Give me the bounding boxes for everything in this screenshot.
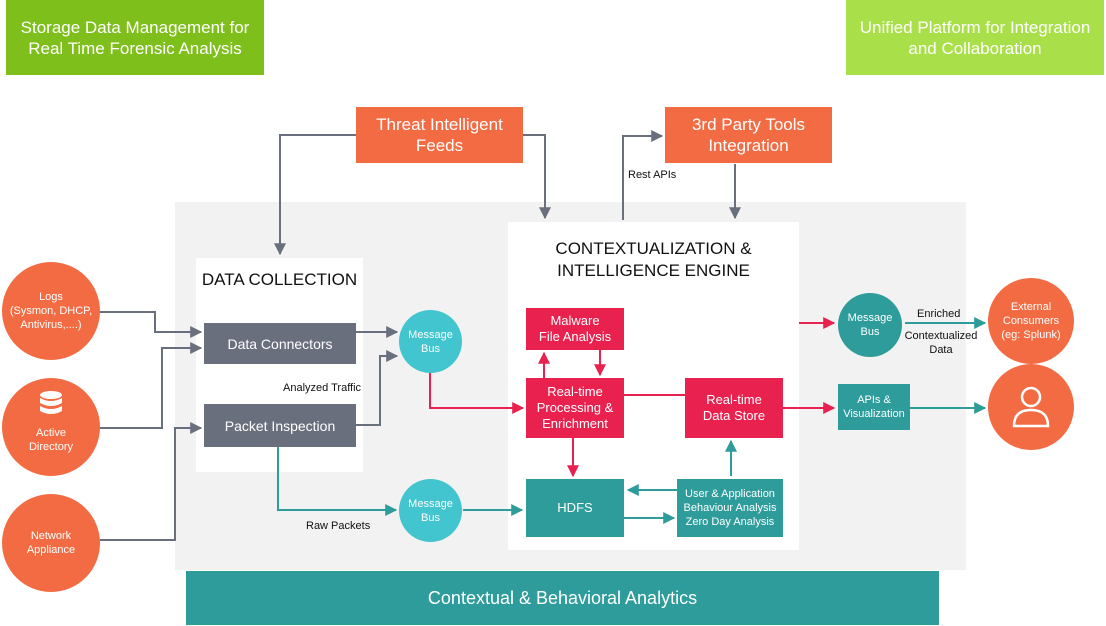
- third-party-tools-box: 3rd Party Tools Integration: [665, 107, 832, 163]
- active-directory-to-data-connectors-line: [100, 342, 203, 429]
- packet-inspection-to-bottom-bus-line: [277, 447, 398, 516]
- data-connectors-box: Data Connectors: [204, 323, 356, 364]
- analytics-footer-bar: Contextual & Behavioral Analytics: [186, 571, 939, 625]
- raw-packets-label: Raw Packets: [306, 520, 371, 532]
- user-consumer: [988, 364, 1074, 450]
- realtime-processing-box: Real-time Processing & Enrichment: [526, 378, 624, 438]
- active-directory-label: Active Directory: [28, 427, 73, 453]
- database-icon: [40, 391, 62, 414]
- engine-title: CONTEXTUALIZATION & INTELLIGENCE ENGINE: [555, 239, 752, 280]
- packet-inspection-box: Packet Inspection: [204, 404, 356, 447]
- message-bus-right: Message Bus: [838, 293, 902, 357]
- message-bus-top: Message Bus: [399, 310, 462, 373]
- rest-apis-label: Rest APIs: [628, 169, 677, 181]
- logs-source: Logs (Sysmon, DHCP, Antivirus,....): [2, 262, 100, 360]
- threat-feeds-to-data-collection-line: [274, 134, 356, 256]
- network-appliance-source: Network Appliance: [2, 494, 100, 592]
- threat-feeds-box: Threat Intelligent Feeds: [356, 107, 523, 163]
- message-bus-bottom: Message Bus: [399, 479, 462, 542]
- realtime-data-store-box: Real-time Data Store: [685, 378, 783, 438]
- packet-inspection-to-bus-line: [356, 350, 399, 426]
- behaviour-analysis-box: User & Application Behaviour Analysis Ze…: [677, 479, 783, 537]
- apis-visualization-box: APIs & Visualization: [838, 384, 910, 430]
- unified-platform-banner: Unified Platform for Integration and Col…: [846, 0, 1104, 75]
- storage-banner: Storage Data Management for Real Time Fo…: [6, 0, 264, 75]
- data-collection-title: DATA COLLECTION: [201, 270, 358, 289]
- external-consumers: External Consumers (eg: Splunk): [988, 278, 1074, 364]
- malware-analysis-box: Malware File Analysis: [526, 308, 624, 350]
- threat-feeds-to-engine-line: [523, 134, 551, 220]
- engine-to-third-party-line: [622, 130, 664, 220]
- bus-to-processing-line: [429, 370, 525, 414]
- logs-to-data-connectors-line: [100, 311, 203, 338]
- enriched-label: Enriched: [917, 308, 961, 320]
- active-directory-source: Active Directory: [2, 378, 100, 476]
- hdfs-box: HDFS: [526, 479, 624, 537]
- contextualized-data-label: Contextualized Data: [904, 330, 978, 356]
- network-appliance-to-packet-inspection-line: [100, 422, 203, 541]
- analyzed-traffic-label: Analyzed Traffic: [283, 382, 362, 394]
- user-icon: [1012, 386, 1050, 428]
